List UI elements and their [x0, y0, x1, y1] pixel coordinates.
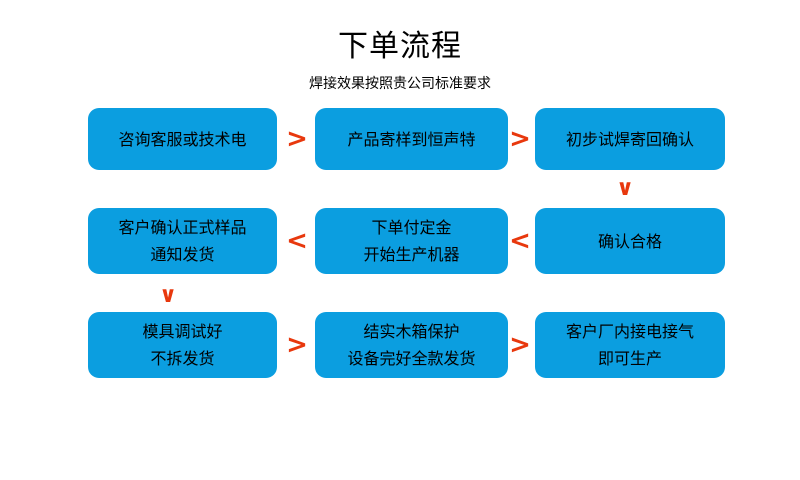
- connector-arrow-right-icon: >: [286, 330, 308, 360]
- flow-node-line: 咨询客服或技术电: [118, 129, 247, 149]
- page-subtitle: 焊接效果按照贵公司标准要求: [309, 76, 491, 92]
- flow-node-mold-tuned-shipped[interactable]: 模具调试好 不拆发货: [88, 312, 277, 378]
- flow-node-line: 开始生产机器: [363, 245, 460, 264]
- flow-node-line: 通知发货: [150, 245, 215, 264]
- flow-node-line: 确认合格: [597, 231, 662, 251]
- flow-node-consult-service[interactable]: 咨询客服或技术电: [88, 108, 277, 170]
- flow-node-line: 客户厂内接电接气: [565, 322, 694, 341]
- connector-arrow-left-icon: <: [286, 226, 308, 256]
- flow-node-line: 客户确认正式样品: [118, 218, 247, 237]
- connector-arrow-right-icon: >: [509, 330, 531, 360]
- flow-node-line: 设备完好全款发货: [347, 349, 476, 368]
- flow-node-trial-weld-return[interactable]: 初步试焊寄回确认: [535, 108, 725, 170]
- flow-node-line: 结实木箱保护: [363, 322, 460, 341]
- flow-node-send-sample[interactable]: 产品寄样到恒声特: [315, 108, 508, 170]
- flow-node-order-deposit-production[interactable]: 下单付定金 开始生产机器: [315, 208, 508, 274]
- flow-node-line: 不拆发货: [150, 349, 215, 368]
- flow-node-onsite-power-gas-ready[interactable]: 客户厂内接电接气 即可生产: [535, 312, 725, 378]
- connector-arrow-right-icon: >: [509, 124, 531, 154]
- flow-node-wooden-crate-packing[interactable]: 结实木箱保护 设备完好全款发货: [315, 312, 508, 378]
- flow-node-line: 产品寄样到恒声特: [347, 129, 476, 149]
- flow-node-confirm-qualified[interactable]: 确认合格: [535, 208, 725, 274]
- connector-arrow-down-icon: ∨: [159, 283, 177, 308]
- page-title: 下单流程: [338, 29, 462, 64]
- flow-node-customer-confirm-sample[interactable]: 客户确认正式样品 通知发货: [88, 208, 277, 274]
- connector-arrow-right-icon: >: [286, 124, 308, 154]
- flow-node-line: 即可生产: [597, 349, 662, 368]
- flow-node-line: 模具调试好: [142, 322, 223, 341]
- flow-node-line: 初步试焊寄回确认: [565, 129, 694, 149]
- connector-arrow-down-icon: ∨: [616, 176, 634, 201]
- flow-node-line: 下单付定金: [371, 218, 452, 237]
- connector-arrow-left-icon: <: [509, 226, 531, 256]
